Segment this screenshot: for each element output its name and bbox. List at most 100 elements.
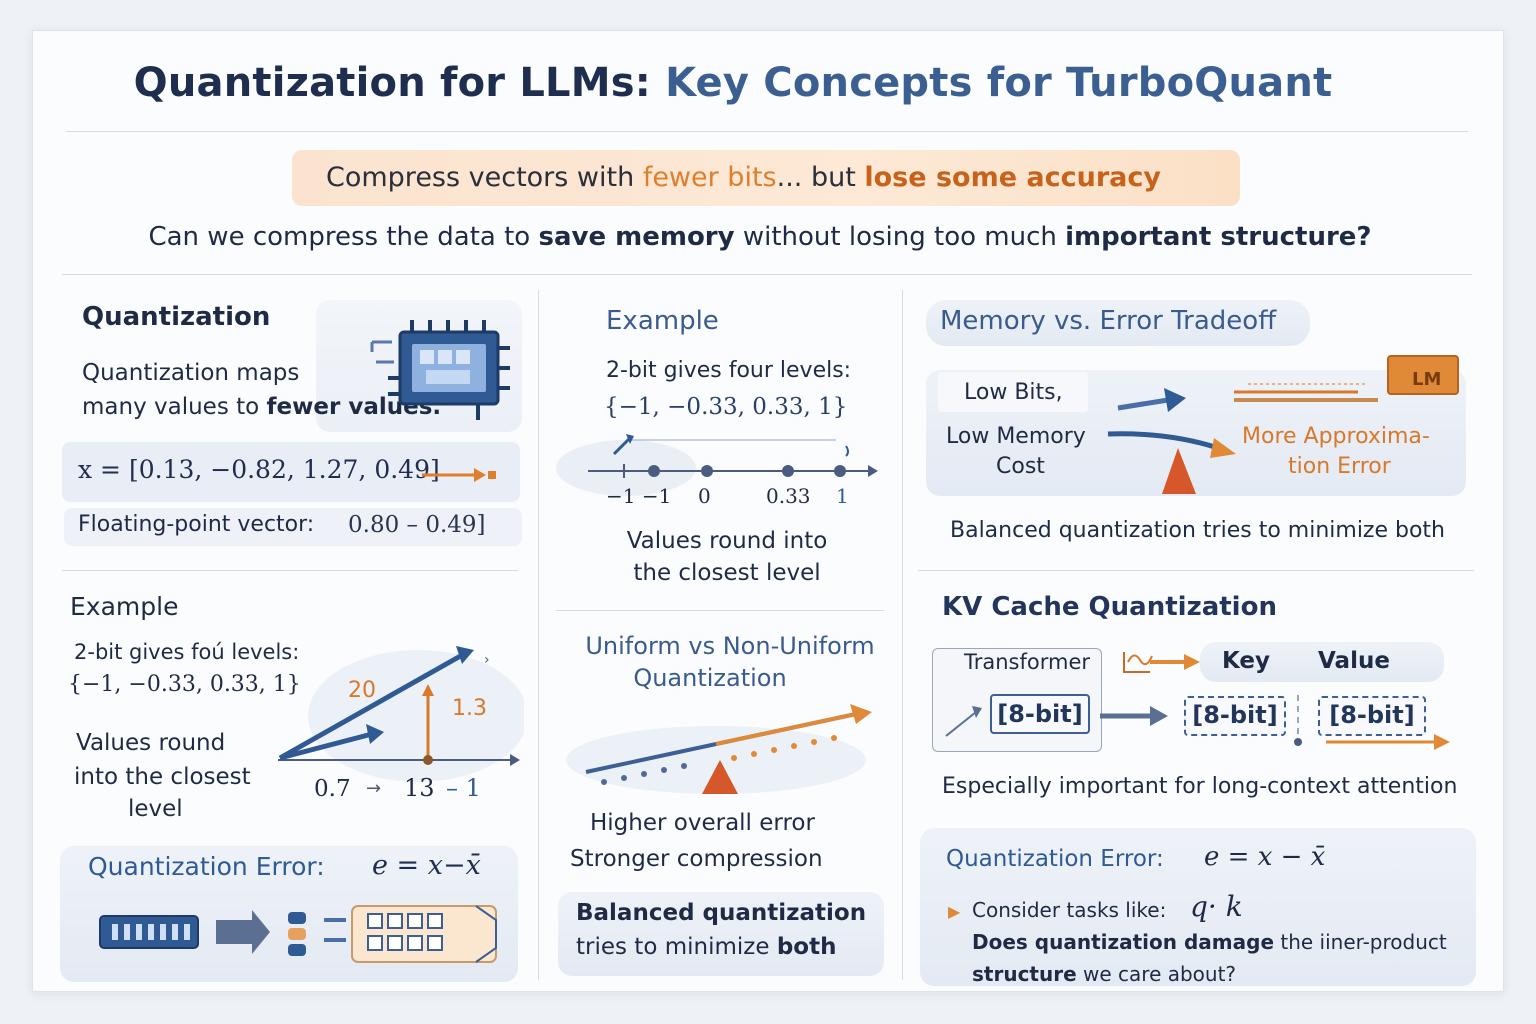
label-arrow: → (366, 778, 382, 799)
label-20: 20 (348, 678, 376, 703)
question-right-b1: Does quantization damage (972, 930, 1275, 954)
example-mid-levels: {−1, −0.33, 0.33, 1} (604, 394, 848, 420)
label-0-7: 0.7 (314, 776, 351, 802)
float-label: Floating-point vector: (78, 512, 315, 537)
kv-value-label: Value (1318, 648, 1390, 674)
divider-title (66, 131, 1468, 132)
balanced-panel-mid (558, 892, 884, 976)
uniform-heading-1: Uniform vs Non-Uniform (585, 632, 875, 660)
vector-diagram: › (278, 646, 524, 782)
svg-text:›: › (484, 652, 490, 668)
tick-1: 1 (836, 484, 849, 508)
uniform-heading-2: Quantization (633, 664, 787, 692)
balanced-mid-text: tries to minimize (576, 934, 777, 960)
more-error-label-1: More Approxima- (1242, 424, 1430, 449)
page-title: Quantization for LLMs: Key Concepts for … (0, 60, 1466, 106)
vector-text: x = [0.13, −0.82, 1.27, 0.49] (78, 455, 440, 484)
kv-heading: KV Cache Quantization (942, 592, 1277, 622)
question-p1: Can we compress the data to (148, 222, 539, 252)
error-right-formula: e = x − x̄ (1204, 842, 1326, 872)
low-bits-card (938, 372, 1088, 412)
tick-neg1: −1 −1 (606, 484, 672, 508)
balanced-mid-line-1: Balanced quantization (576, 900, 867, 926)
banner: Compress vectors with fewer bits... but … (292, 150, 1240, 206)
question-right-p2: we care about? (1076, 962, 1237, 986)
divider-question (62, 274, 1472, 275)
divider-right-1 (918, 570, 1474, 571)
quantization-line-1: Quantization maps (82, 360, 300, 386)
kv-caption: Especially important for long-context at… (942, 774, 1458, 799)
kv-8bit-box-2: [8-bit] (1184, 696, 1286, 736)
question-right-p1: the iiner-product (1274, 930, 1447, 954)
error-left-formula: e = x−x̄ (372, 850, 481, 881)
more-error-label-2: tion Error (1288, 454, 1391, 479)
banner-fewer-bits: fewer bits (642, 162, 777, 193)
chip-icon (370, 320, 510, 420)
key-value-header (1200, 642, 1444, 682)
tick-0: 0 (698, 484, 711, 508)
label-neg-1: – 1 (446, 774, 481, 802)
compression-illustration (99, 905, 497, 963)
divider-left-1 (62, 570, 518, 571)
question: Can we compress the data to save memory … (0, 222, 1520, 252)
transformer-label: Transformer (964, 650, 1091, 674)
vector-pill (62, 442, 520, 502)
example-mid-heading: Example (606, 306, 719, 336)
balanced-mid-line-2: tries to minimize both (576, 934, 836, 960)
example-left-round-3: level (128, 796, 183, 822)
column-divider-2 (902, 290, 903, 980)
example-mid-round-2: the closest level (633, 560, 821, 586)
kv-diagram (945, 690, 1450, 750)
example-mid-round-1: Values round into (626, 528, 828, 554)
balanced-mid-both: both (776, 934, 837, 960)
example-left-round-1: Values round (76, 730, 226, 756)
tradeoff-diagram (1107, 355, 1459, 494)
tick-0-33: 0.33 (766, 484, 811, 508)
question-right-b2: structure (972, 962, 1077, 986)
uniform-line-2: Stronger compression (570, 846, 823, 872)
error-right-panel (920, 828, 1476, 986)
title-part-2: Key Concepts for TurboQuant (665, 60, 1333, 106)
vector-arrow-icon (422, 468, 496, 482)
question-p2: without losing too much (734, 222, 1066, 252)
low-bits-label: Low Bits, (964, 380, 1063, 405)
column-divider-1 (538, 290, 539, 980)
example-left-line-1: 2-bit gives foú levels: (74, 640, 300, 664)
label-1-3: 1.3 (452, 696, 487, 721)
qk-formula: q· k (1190, 890, 1243, 923)
example-left-levels: {−1, −0.33, 0.33, 1} (68, 672, 301, 697)
question-right-line-2: structure we care about? (972, 962, 1236, 986)
example-mid-line-1: 2-bit gives four levels: (606, 358, 852, 383)
banner-mid: ... but (776, 162, 865, 193)
tradeoff-caption: Balanced quantization tries to minimize … (950, 518, 1445, 543)
question-right-line-1: Does quantization damage the iiner-produ… (972, 930, 1447, 954)
title-part-1: Quantization for LLMs: (133, 60, 666, 106)
question-b2: important structure? (1065, 222, 1372, 252)
tradeoff-heading-pill (926, 300, 1310, 346)
uniform-line-1: Higher overall error (590, 810, 815, 836)
float-pill (64, 508, 522, 546)
low-memory-label-1: Low Memory (946, 424, 1086, 449)
quantization-line-2-text: many values to (82, 394, 267, 420)
low-memory-label-2: Cost (996, 454, 1045, 479)
kv-8bit-box-1: [8-bit] (990, 694, 1090, 734)
number-line (556, 434, 878, 496)
kv-8bit-box-3: [8-bit] (1318, 696, 1426, 736)
signal-arrow-icon (1123, 652, 1200, 673)
divider-mid-1 (556, 610, 884, 611)
kv-key-label: Key (1222, 648, 1271, 674)
quantization-heading: Quantization (82, 302, 271, 332)
banner-prefix: Compress vectors with (326, 162, 643, 193)
bullet-text: Consider tasks like: (972, 898, 1167, 922)
error-left-label: Quantization Error: (88, 852, 325, 881)
bullet-icon: ▶ (948, 902, 961, 921)
uniform-seesaw (566, 704, 872, 794)
chip-lm-label: LM (1412, 369, 1442, 390)
error-right-label: Quantization Error: (946, 846, 1164, 872)
float-value: 0.80 – 0.49] (348, 512, 486, 538)
tradeoff-heading: Memory vs. Error Tradeoff (940, 306, 1277, 336)
example-left-heading: Example (70, 592, 179, 621)
label-13: 13 (404, 774, 435, 802)
banner-lose-accuracy: lose some accuracy (864, 162, 1162, 193)
question-b1: save memory (538, 222, 735, 252)
